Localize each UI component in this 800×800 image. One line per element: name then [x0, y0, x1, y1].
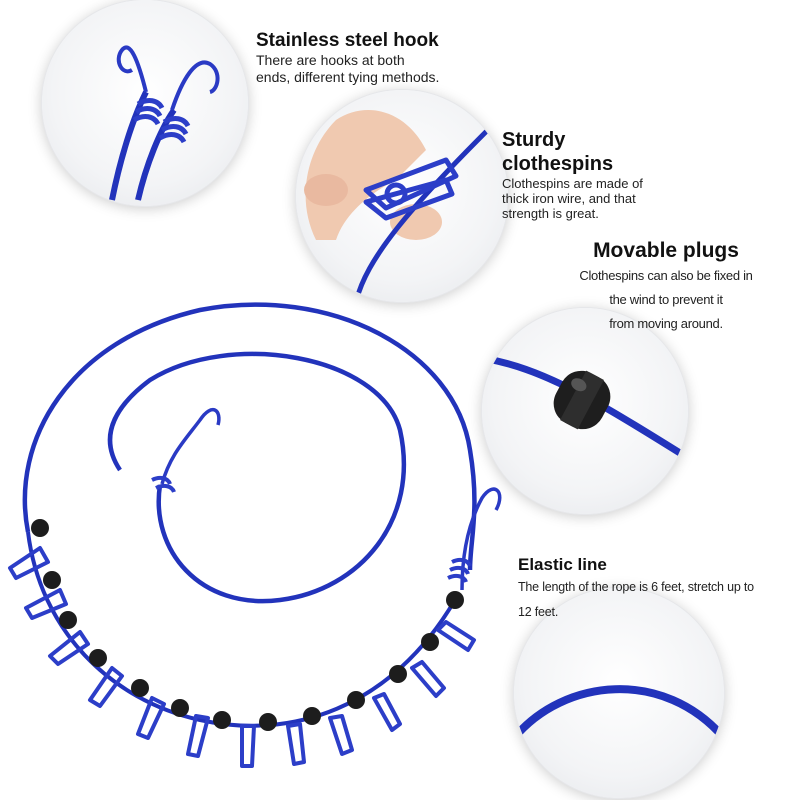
elastic-rope-closeup-icon [514, 685, 724, 741]
feature-elastic-line-desc-line-2: 12 feet. [518, 605, 559, 619]
hook-closeup-image [42, 0, 248, 206]
feature-elastic-line: Elastic line The length of the rope is 6… [518, 555, 788, 625]
feature-plugs-title: Movable plugs [593, 239, 739, 262]
feature-elastic-line-title: Elastic line [518, 555, 607, 574]
clothesline-product-image [8, 302, 502, 768]
clothesline-product-icon [8, 302, 502, 768]
feature-plugs: Movable plugs Clothespins can also be fi… [566, 238, 766, 336]
clothespin-closeup-image [296, 90, 508, 302]
feature-hook-title: Stainless steel hook [256, 30, 439, 51]
feature-clothespins-desc-line-2: thick iron wire, and that [502, 191, 636, 206]
plug-closeup-icon [482, 354, 688, 461]
elastic-rope-closeup-image [514, 588, 724, 798]
hook-closeup-icon [109, 45, 220, 201]
feature-clothespins-desc-line-1: Clothespins are made of [502, 176, 643, 191]
clothespin-closeup-icon [304, 108, 508, 302]
feature-elastic-line-desc-line-1: The length of the rope is 6 feet, stretc… [518, 580, 754, 594]
feature-plugs-desc-line-3: from moving around. [609, 316, 723, 331]
plug-closeup-image [482, 308, 688, 514]
feature-plugs-desc-line-1: Clothespins can also be fixed in [579, 268, 753, 283]
feature-plugs-desc-line-2: the wind to prevent it [609, 292, 723, 307]
feature-clothespins: Sturdy clothespins Clothespins are made … [502, 128, 692, 221]
feature-hook-desc-line-1: There are hooks at both [256, 52, 405, 68]
feature-hook-desc-line-2: ends, different tying methods. [256, 69, 440, 85]
feature-clothespins-desc-line-3: strength is great. [502, 206, 599, 221]
feature-clothespins-title-line-2: clothespins [502, 153, 614, 175]
feature-clothespins-title-line-1: Sturdy [502, 129, 566, 151]
feature-hook: Stainless steel hook There are hooks at … [256, 30, 506, 86]
